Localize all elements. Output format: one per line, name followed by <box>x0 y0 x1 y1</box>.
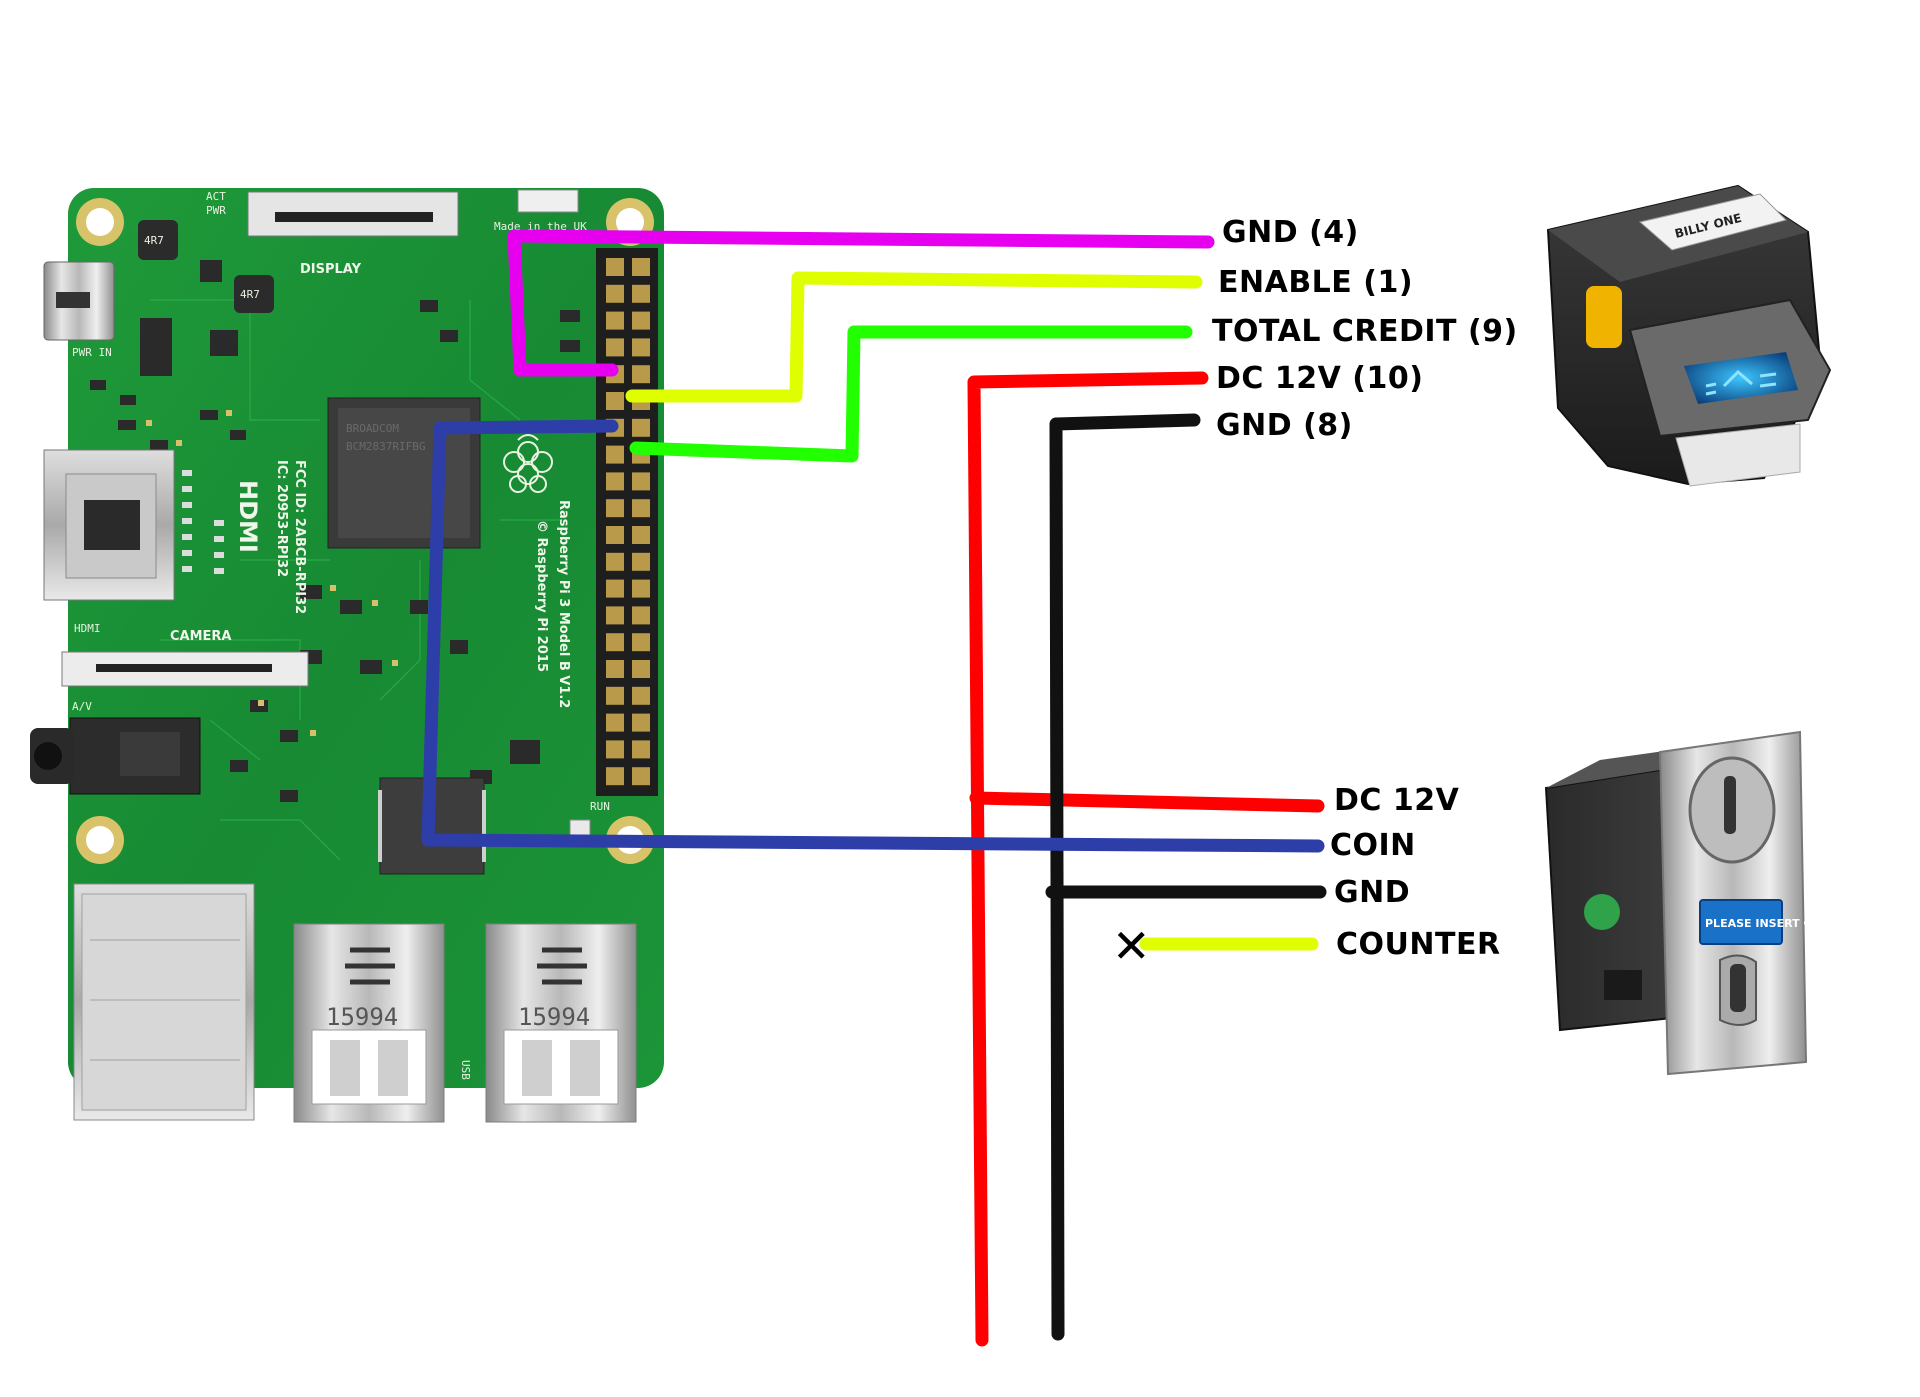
label-counter: COUNTER <box>1336 927 1501 962</box>
raspberry-pi-board: DISPLAY Made in the UK PWR IN 4R7 4R7 AC… <box>30 188 664 1123</box>
wires <box>421 229 1327 1347</box>
hdmi-port <box>43 449 175 601</box>
pwr-silkscreen: PWR <box>206 204 226 217</box>
label-total-credit-9: TOTAL CREDIT (9) <box>1212 314 1518 349</box>
display-silkscreen: DISPLAY <box>300 262 362 277</box>
inductor <box>138 220 178 260</box>
audio-jack <box>30 717 201 795</box>
gpio-pin <box>632 284 650 303</box>
label-coin: COIN <box>1330 828 1416 863</box>
gpio-pin <box>606 552 624 571</box>
ethernet-port <box>73 883 255 1121</box>
gpio-pin <box>632 660 650 678</box>
wire-dc12v-10 <box>967 371 1209 1347</box>
usb-port-1: 15994 <box>293 923 445 1123</box>
label-enable-1: ENABLE (1) <box>1218 265 1413 300</box>
wire-coin <box>421 419 1325 853</box>
hdmi-logo-silkscreen: HDMI <box>234 480 262 553</box>
gpio-pin <box>606 740 624 759</box>
gpio-pin <box>632 526 650 544</box>
gpio-pin <box>632 338 650 357</box>
yellow-release-latch <box>1586 286 1622 348</box>
svg-text:4R7: 4R7 <box>144 234 164 247</box>
gpio-pin <box>606 767 624 786</box>
pwr-in-silkscreen: PWR IN <box>72 346 112 359</box>
unconnected-x-icon: ✕ <box>1112 919 1151 973</box>
usb-port-2: 15994 <box>485 923 637 1123</box>
usb-silkscreen: USB <box>459 1060 472 1080</box>
gpio-pin <box>606 338 624 357</box>
gpio-pin <box>606 284 624 303</box>
gpio-pin <box>632 365 650 384</box>
gpio-pin <box>632 713 650 732</box>
camera-silkscreen: CAMERA <box>170 629 232 644</box>
gpio-pin <box>606 392 624 410</box>
gpio-pin <box>606 579 624 598</box>
bill-slot-panel <box>1684 352 1798 404</box>
wire-gnd-8 <box>1049 413 1201 1341</box>
usb-port-2-label: 15994 <box>518 1003 590 1031</box>
gpio-pin <box>632 311 650 330</box>
gpio-header <box>596 248 658 796</box>
label-dc12v-10: DC 12V (10) <box>1216 361 1423 396</box>
label-gnd: GND <box>1334 875 1410 910</box>
gpio-pin <box>632 258 650 276</box>
run-silkscreen: RUN <box>590 800 610 813</box>
av-silkscreen: A/V <box>72 700 92 713</box>
ic-silkscreen: IC: 20953-RPI32 <box>274 460 289 577</box>
gpio-pin <box>632 633 650 652</box>
gpio-pin <box>606 660 624 678</box>
model-silkscreen: Raspberry Pi 3 Model B V1.2 <box>556 500 571 708</box>
soc-brand: BROADCOM <box>346 422 399 435</box>
fcc-silkscreen: FCC ID: 2ABCB-RPI32 <box>292 460 307 614</box>
gpio-pin <box>632 499 650 518</box>
wire-enable-1 <box>625 271 1203 403</box>
wire-gnd-4 <box>507 229 1215 377</box>
svg-text:4R7: 4R7 <box>240 288 260 301</box>
gpio-pin <box>632 552 650 571</box>
gpio-pin <box>606 606 624 625</box>
wire-total-credit-9 <box>629 325 1193 463</box>
insert-coin-plate <box>1699 899 1783 945</box>
copyright-silkscreen: © Raspberry Pi 2015 <box>534 520 549 672</box>
gpio-pin <box>606 526 624 544</box>
gpio-pin <box>632 472 650 491</box>
act-silkscreen: ACT <box>206 190 226 203</box>
raspberry-logo-icon <box>503 434 553 493</box>
coin-slot <box>1724 776 1736 834</box>
gpio-pin <box>632 579 650 598</box>
insert-coin-text: PLEASE INSERT COIN <box>1705 917 1834 930</box>
label-gnd-4: GND (4) <box>1222 215 1359 250</box>
coin-acceptor: PLEASE INSERT COIN <box>1544 730 1834 1076</box>
hdmi-silkscreen: HDMI <box>74 622 101 635</box>
gpio-pin <box>606 445 624 464</box>
gpio-pin <box>606 713 624 732</box>
gpio-pin <box>606 258 624 276</box>
label-gnd-8: GND (8) <box>1216 408 1353 443</box>
gpio-pin <box>606 311 624 330</box>
soc-part: BCM2837RIFBG <box>346 440 425 453</box>
usb-port-1-label: 15994 <box>326 1003 398 1031</box>
gpio-pin <box>632 606 650 625</box>
gpio-pin <box>632 686 650 705</box>
gpio-pin <box>606 686 624 705</box>
wire-labels: GND (4) ENABLE (1) TOTAL CREDIT (9) DC 1… <box>1212 215 1518 962</box>
gpio-pin <box>606 472 624 491</box>
gpio-pin <box>606 633 624 652</box>
label-dc12v: DC 12V <box>1334 783 1460 818</box>
bill-acceptor: BILLY ONE <box>1546 184 1832 487</box>
gpio-pin <box>606 499 624 518</box>
gpio-pin <box>632 418 650 437</box>
wire-dc12v-coin <box>969 791 1325 813</box>
gpio-pin <box>632 740 650 759</box>
gpio-pin <box>632 767 650 786</box>
